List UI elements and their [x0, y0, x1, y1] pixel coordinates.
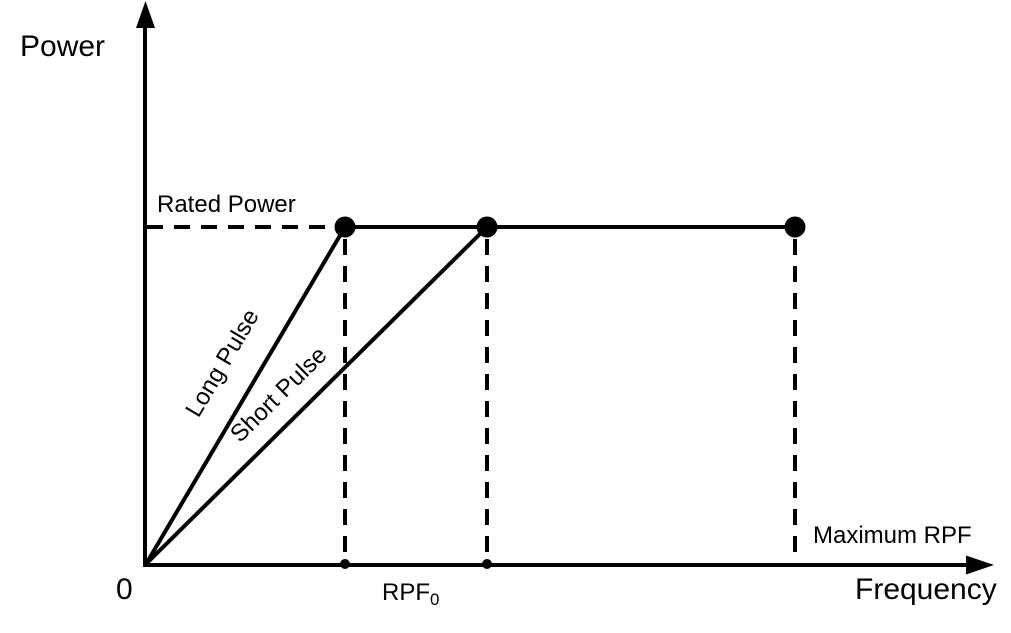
- long-pulse-line: [144, 225, 347, 566]
- x-axis-arrowhead: [966, 555, 994, 575]
- short-pulse-line: [144, 225, 489, 566]
- rpf0-label: RPF0: [382, 579, 439, 609]
- long-pulse-knee-dot: [334, 216, 356, 238]
- rpf0-axis-dot: [482, 559, 492, 569]
- y-axis-arrowhead: [136, 1, 155, 28]
- long-pulse-axis-dot: [340, 559, 350, 569]
- rated-power-label: Rated Power: [157, 191, 296, 218]
- maximum-rpf-dot: [784, 216, 806, 238]
- short-pulse-knee-dot: [476, 216, 498, 238]
- maximum-rpf-label: Maximum RPF: [813, 522, 972, 549]
- rpf0-label-base: RPF: [382, 579, 430, 606]
- origin-label: 0: [116, 573, 133, 606]
- rpf0-label-subscript: 0: [430, 590, 439, 609]
- y-axis-label: Power: [20, 30, 105, 63]
- x-axis-label: Frequency: [855, 573, 997, 606]
